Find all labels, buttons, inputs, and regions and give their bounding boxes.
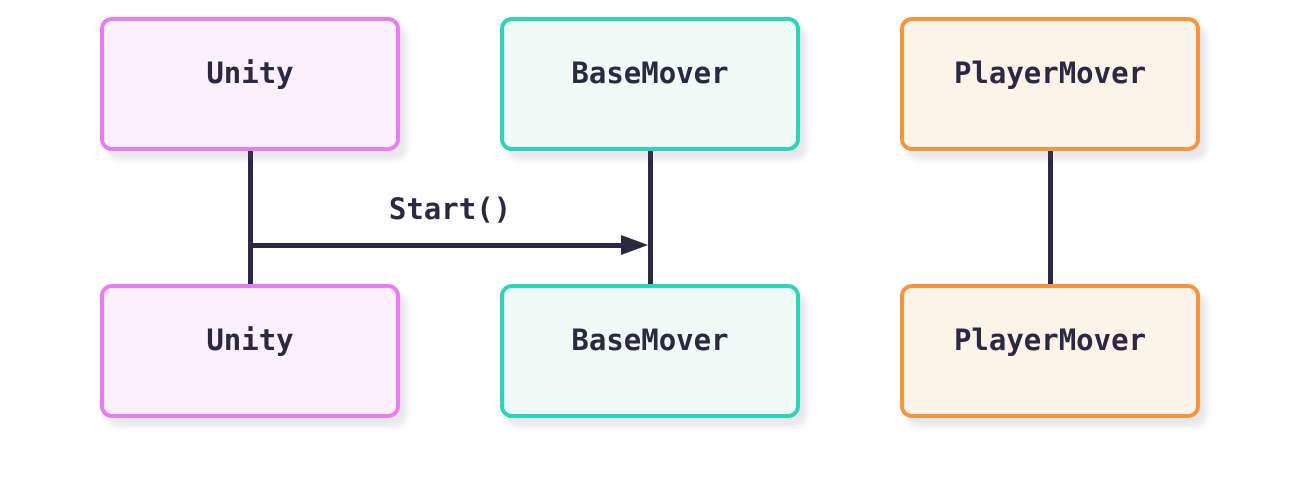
actor-label-playermover: PlayerMover: [953, 56, 1147, 90]
actor-box-basemover-top: BaseMover: [500, 17, 800, 151]
actor-box-playermover-bottom: PlayerMover: [900, 284, 1200, 418]
actor-label-playermover: PlayerMover: [953, 323, 1147, 357]
actor-box-unity-bottom: Unity: [100, 284, 400, 418]
lifeline-basemover: [647, 150, 653, 287]
actor-label-unity: Unity: [206, 56, 294, 90]
message-start-label: Start(): [388, 192, 512, 226]
message-start-line: [250, 243, 626, 248]
actor-box-basemover-bottom: BaseMover: [500, 284, 800, 418]
lifeline-playermover: [1047, 150, 1053, 287]
actor-label-unity: Unity: [206, 323, 294, 357]
actor-box-playermover-top: PlayerMover: [900, 17, 1200, 151]
arrowhead-icon: [621, 235, 648, 255]
lifeline-unity: [247, 150, 253, 287]
actor-label-basemover: BaseMover: [571, 323, 729, 357]
actor-box-unity-top: Unity: [100, 17, 400, 151]
actor-label-basemover: BaseMover: [571, 56, 729, 90]
